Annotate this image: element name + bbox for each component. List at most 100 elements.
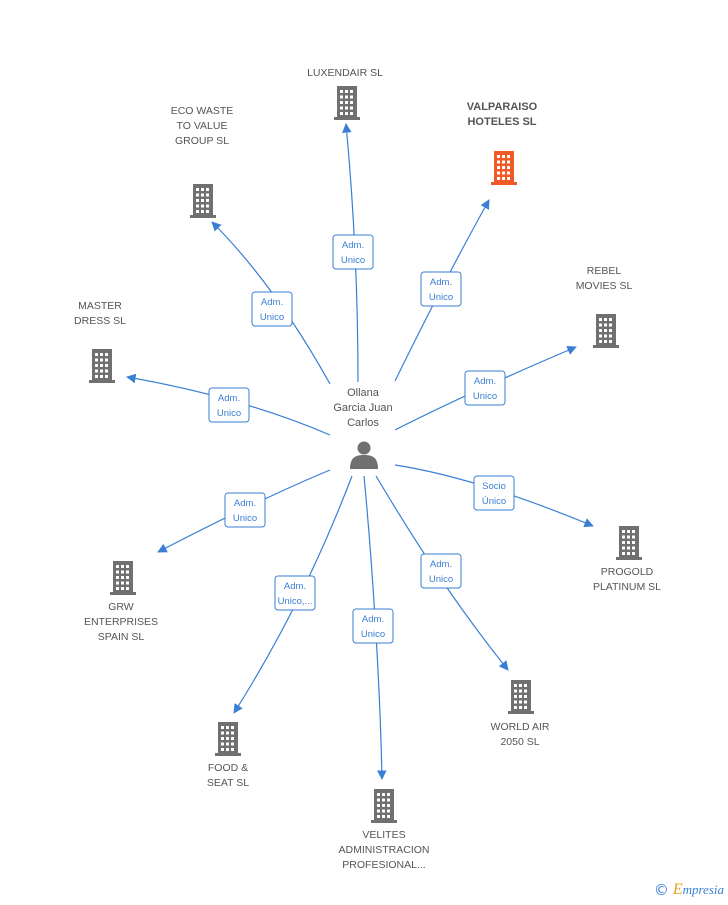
company-label-line: ECO WASTE [171, 105, 234, 117]
building-icon [616, 526, 642, 560]
role-text: Adm. Unico [429, 277, 453, 303]
company-node-eco-waste[interactable]: ECO WASTE TO VALUE GROUP SL [171, 105, 234, 218]
building-icon [508, 680, 534, 714]
role-badge-food-seat[interactable]: Adm. Unico,... [274, 575, 316, 611]
role-line: Adm. [234, 498, 256, 509]
role-line: Unico [217, 408, 241, 419]
building-icon [371, 789, 397, 823]
company-node-luxendair[interactable]: LUXENDAIR SL [307, 67, 383, 120]
role-text: Adm. Unico [341, 240, 365, 266]
company-label-line: PROGOLD [601, 566, 654, 578]
role-text: Adm. Unico [361, 614, 385, 640]
role-line: Unico [260, 312, 284, 323]
company-label-line: MOVIES SL [576, 280, 633, 292]
person-name-line: Garcia Juan [333, 402, 392, 414]
company-label-line: HOTELES SL [467, 116, 536, 128]
role-line: Unico,... [278, 596, 313, 607]
role-line: Adm. [284, 581, 306, 592]
role-badge-rebel-movies[interactable]: Adm. Unico [464, 370, 506, 406]
role-text: Adm.Unico [429, 559, 453, 585]
person-name-line: Carlos [347, 417, 379, 429]
role-line: Unico [233, 513, 257, 524]
company-label-velites[interactable]: VELITES ADMINISTRACION PROFESIONAL... [338, 829, 429, 871]
building-icon [89, 349, 115, 383]
company-label-rebel-movies[interactable]: REBEL MOVIES SL [576, 265, 633, 292]
company-label-line: VELITES [362, 829, 405, 841]
building-icon [215, 722, 241, 756]
company-label-line: FOOD & [208, 762, 248, 774]
role-line: Adm. [261, 297, 283, 308]
role-text: Adm. Unico,... [278, 581, 313, 607]
company-label-food-seat[interactable]: FOOD & SEAT SL [207, 762, 249, 789]
role-line: Unico [473, 391, 497, 402]
company-label-line: LUXENDAIR SL [307, 67, 383, 79]
role-text: Adm. Unico [233, 498, 257, 524]
person-name-line: Ollana [347, 387, 380, 399]
company-label-line: VALPARAISO [467, 101, 538, 113]
company-node-velites[interactable]: VELITES ADMINISTRACION PROFESIONAL... [338, 789, 430, 871]
person-icon [350, 441, 378, 469]
role-badge-grw[interactable]: Adm. Unico [224, 492, 266, 528]
role-badge-luxendair[interactable]: Adm. Unico [332, 234, 374, 270]
company-label-eco-waste[interactable]: ECO WASTE TO VALUE GROUP SL [171, 105, 234, 147]
company-label-line: SPAIN SL [98, 631, 145, 643]
role-badge-eco-waste[interactable]: Adm. Unico [251, 291, 293, 327]
company-label-line: PROFESIONAL... [342, 859, 425, 871]
role-text: Adm. Unico [217, 393, 241, 419]
building-icon [593, 314, 619, 348]
company-node-rebel-movies[interactable]: REBEL MOVIES SL [576, 265, 633, 348]
role-line: Adm. [474, 376, 496, 387]
role-line: Adm. [342, 240, 364, 251]
nodes-layer: LUXENDAIR SL VALPARAISO HOTELES SL ECO WAST… [74, 67, 661, 871]
company-label-line: REBEL [587, 265, 622, 277]
company-label-line: 2050 SL [500, 736, 539, 748]
role-line: Unico [341, 255, 365, 266]
role-text: Adm. Unico [260, 297, 284, 323]
company-node-grw[interactable]: GRW ENTERPRISES SPAIN SL [84, 561, 158, 643]
company-label-line: MASTER [78, 300, 122, 312]
company-node-valparaiso[interactable]: VALPARAISO HOTELES SL [467, 101, 538, 185]
role-line: Unico [429, 292, 453, 303]
brand-name: mpresia [682, 882, 724, 897]
company-node-food-seat[interactable]: FOOD & SEAT SL [207, 722, 249, 789]
edge-labels-layer: Adm.UnicoAdm.UnicoAdm.UnicoAdm.UnicoAdm.… [208, 234, 515, 644]
role-line: Unico [361, 629, 385, 640]
company-label-progold[interactable]: PROGOLD PLATINUM SL [593, 566, 661, 593]
role-line: Único [482, 496, 506, 507]
company-label-grw[interactable]: GRW ENTERPRISES SPAIN SL [84, 601, 158, 643]
role-line: Adm. [218, 393, 240, 404]
company-label-master-dress[interactable]: MASTER DRESS SL [74, 300, 126, 327]
role-line: Adm. [430, 277, 452, 288]
company-label-line: ADMINISTRACION [338, 844, 429, 856]
building-icon [334, 86, 360, 120]
role-text: Adm. Unico [473, 376, 497, 402]
role-line: Socio [482, 481, 506, 492]
company-label-valparaiso[interactable]: VALPARAISO HOTELES SL [467, 101, 538, 128]
company-label-line: GROUP SL [175, 135, 229, 147]
role-line: Adm. [362, 614, 384, 625]
company-label-line: PLATINUM SL [593, 581, 661, 593]
company-label-line: DRESS SL [74, 315, 126, 327]
role-badge-world-air[interactable]: Adm.Unico [420, 553, 462, 589]
role-badge-velites[interactable]: Adm. Unico [352, 608, 394, 644]
copyright-icon: © [653, 881, 669, 899]
role-badge-valparaiso[interactable]: Adm. Unico [420, 271, 462, 307]
building-icon [190, 184, 216, 218]
company-label-luxendair[interactable]: LUXENDAIR SL [307, 67, 383, 79]
company-label-line: GRW [108, 601, 134, 613]
empresia-brand[interactable]: © Empresia [654, 881, 724, 899]
building-icon [491, 151, 517, 185]
company-label-line: ENTERPRISES [84, 616, 158, 628]
company-label-line: SEAT SL [207, 777, 249, 789]
building-icon [110, 561, 136, 595]
company-node-master-dress[interactable]: MASTER DRESS SL [74, 300, 126, 383]
company-label-line: TO VALUE [177, 120, 228, 132]
company-node-progold[interactable]: PROGOLD PLATINUM SL [593, 526, 661, 593]
role-badge-master-dress[interactable]: Adm. Unico [208, 387, 250, 423]
